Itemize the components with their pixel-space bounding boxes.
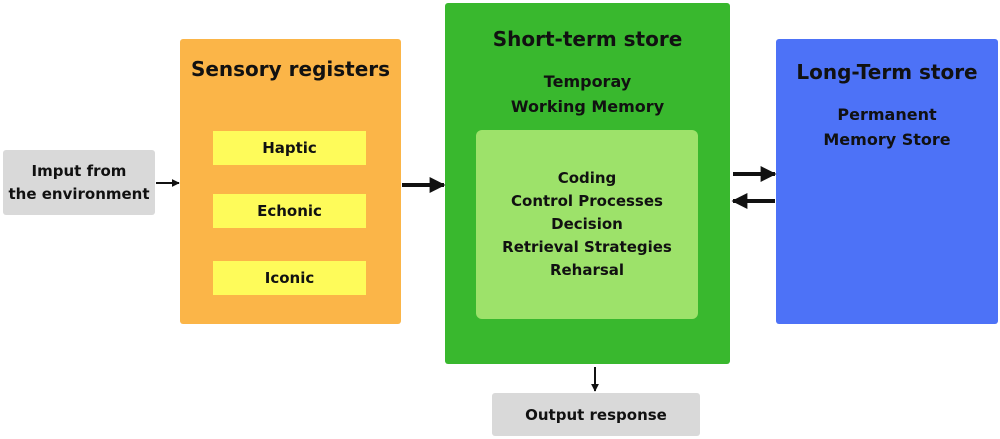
register-iconic: Iconic (213, 261, 366, 295)
output-label: Output response (525, 405, 667, 424)
input-line-2: the environment (8, 184, 150, 203)
long-term-subtitle-line-1: Permanent (837, 105, 937, 124)
sensory-registers-node: Sensory registers Haptic Echonic Iconic (180, 39, 401, 324)
long-term-title: Long-Term store (796, 60, 978, 84)
process-control: Control Processes (511, 192, 663, 210)
register-haptic: Haptic (213, 131, 366, 165)
register-echonic: Echonic (213, 194, 366, 228)
long-term-store-node: Long-Term store Permanent Memory Store (776, 39, 998, 324)
input-line-1: Imput from (31, 161, 127, 180)
short-term-subtitle-line-1: Temporay (543, 72, 632, 91)
sensory-title: Sensory registers (190, 57, 391, 81)
control-processes-node: Coding Control Processes Decision Retrie… (476, 130, 698, 319)
long-term-subtitle: Permanent Memory Store (776, 102, 998, 152)
process-coding: Coding (557, 169, 617, 187)
short-term-subtitle-line-2: Working Memory (510, 97, 665, 116)
output-response-node: Output response (492, 393, 700, 436)
short-term-title: Short-term store (492, 27, 683, 51)
input-node: Imput from the environment (3, 150, 155, 215)
short-term-store-node: Short-term store Temporay Working Memory… (445, 3, 730, 364)
process-reharsal: Reharsal (549, 261, 625, 279)
long-term-subtitle-line-2: Memory Store (823, 130, 951, 149)
process-retrieval: Retrieval Strategies (502, 238, 672, 256)
short-term-subtitle: Temporay Working Memory (445, 69, 730, 119)
process-decision: Decision (551, 215, 623, 233)
